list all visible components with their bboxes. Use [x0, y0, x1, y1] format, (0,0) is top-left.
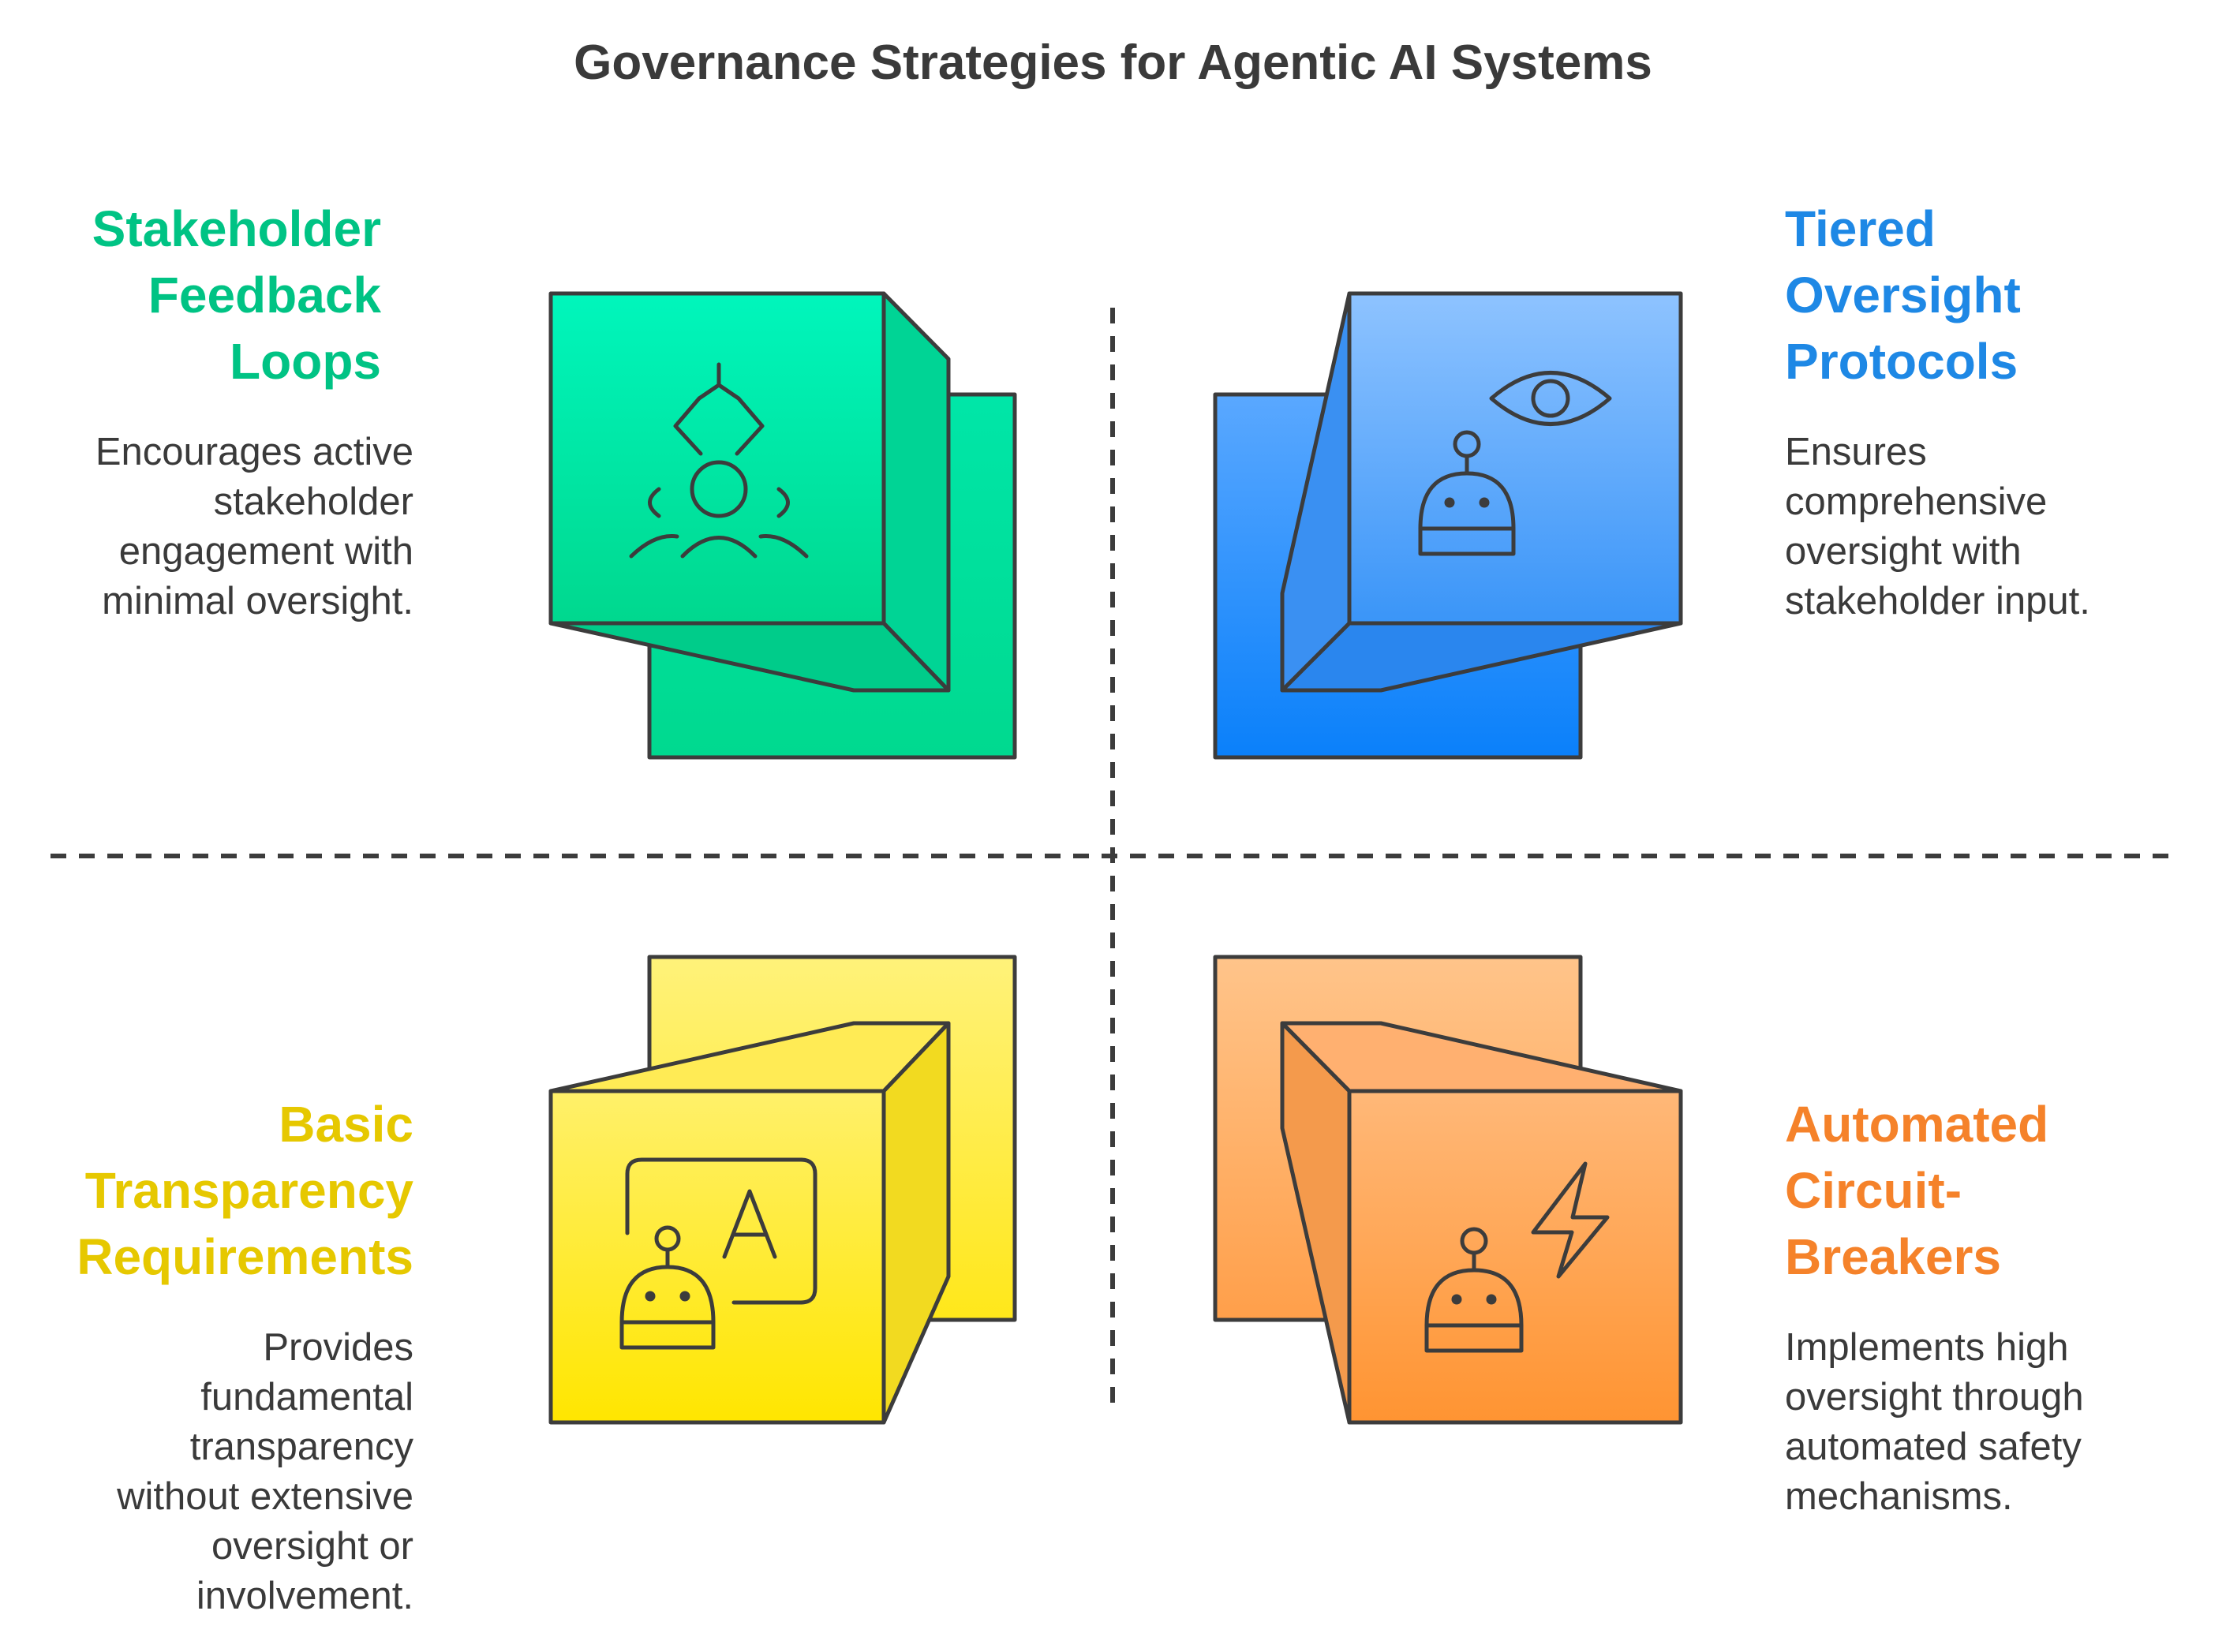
basic-transparency-heading: Basic Transparency Requirements — [77, 1091, 413, 1290]
tiered-oversight-block — [1213, 291, 1683, 760]
heading-line: Circuit- — [1785, 1162, 1962, 1219]
description-line: Ensures — [1785, 431, 1927, 473]
front-face — [1347, 1089, 1683, 1425]
stakeholder-feedback-icon — [629, 362, 809, 559]
description-line: Provides — [263, 1326, 413, 1369]
description-line: oversight with — [1785, 530, 2022, 573]
description-line: stakeholder — [213, 480, 413, 523]
basic-transparency-block — [548, 955, 1017, 1425]
heading-line: Breakers — [1785, 1228, 2001, 1285]
heading-line: Stakeholder — [92, 200, 381, 257]
stakeholder-feedback-heading: Stakeholder Feedback Loops — [92, 196, 381, 394]
stakeholder-feedback-block — [548, 291, 1017, 760]
description-line: oversight or — [211, 1525, 413, 1568]
robot-lightning-icon — [1424, 1161, 1610, 1353]
heading-line: Basic — [279, 1096, 413, 1153]
automated-circuit-breakers-block — [1213, 955, 1683, 1425]
heading-line: Oversight — [1785, 267, 2021, 323]
robot-text-icon — [619, 1157, 817, 1350]
description-line: automated safety — [1785, 1426, 2082, 1468]
description-line: Encourages active — [95, 431, 413, 473]
heading-line: Feedback — [148, 267, 381, 323]
tiered-oversight-heading: Tiered Oversight Protocols — [1785, 196, 2021, 394]
description-line: oversight through — [1785, 1376, 2084, 1418]
description-line: minimal oversight. — [102, 580, 413, 622]
heading-line: Requirements — [77, 1228, 413, 1285]
heading-line: Automated — [1785, 1096, 2049, 1153]
description-line: transparency — [189, 1426, 413, 1468]
description-line: without extensive — [117, 1475, 413, 1518]
heading-line: Tiered — [1785, 200, 1936, 257]
description-line: comprehensive — [1785, 480, 2048, 523]
heading-line: Protocols — [1785, 333, 2018, 390]
description-line: engagement with — [118, 530, 413, 573]
heading-line: Transparency — [84, 1162, 413, 1219]
stakeholder-feedback-description: Encourages active stakeholder engagement… — [95, 428, 413, 626]
robot-eye-icon — [1418, 371, 1612, 556]
front-face — [548, 1089, 886, 1425]
tiered-oversight-description: Ensures comprehensive oversight with sta… — [1785, 428, 2090, 626]
diagram-title: Governance Strategies for Agentic AI Sys… — [574, 36, 1652, 90]
description-line: stakeholder input. — [1785, 580, 2090, 622]
automated-circuit-breakers-description: Implements high oversight through automa… — [1785, 1323, 2084, 1522]
description-line: Implements high — [1785, 1326, 2069, 1369]
heading-line: Loops — [230, 333, 381, 390]
front-face — [548, 291, 886, 626]
description-line: involvement. — [196, 1575, 413, 1617]
automated-circuit-breakers-heading: Automated Circuit- Breakers — [1785, 1091, 2048, 1290]
description-line: mechanisms. — [1785, 1475, 2013, 1518]
basic-transparency-description: Provides fundamental transparency withou… — [117, 1323, 413, 1621]
front-face — [1347, 291, 1683, 626]
description-line: fundamental — [200, 1376, 413, 1418]
side-face — [881, 1021, 951, 1425]
